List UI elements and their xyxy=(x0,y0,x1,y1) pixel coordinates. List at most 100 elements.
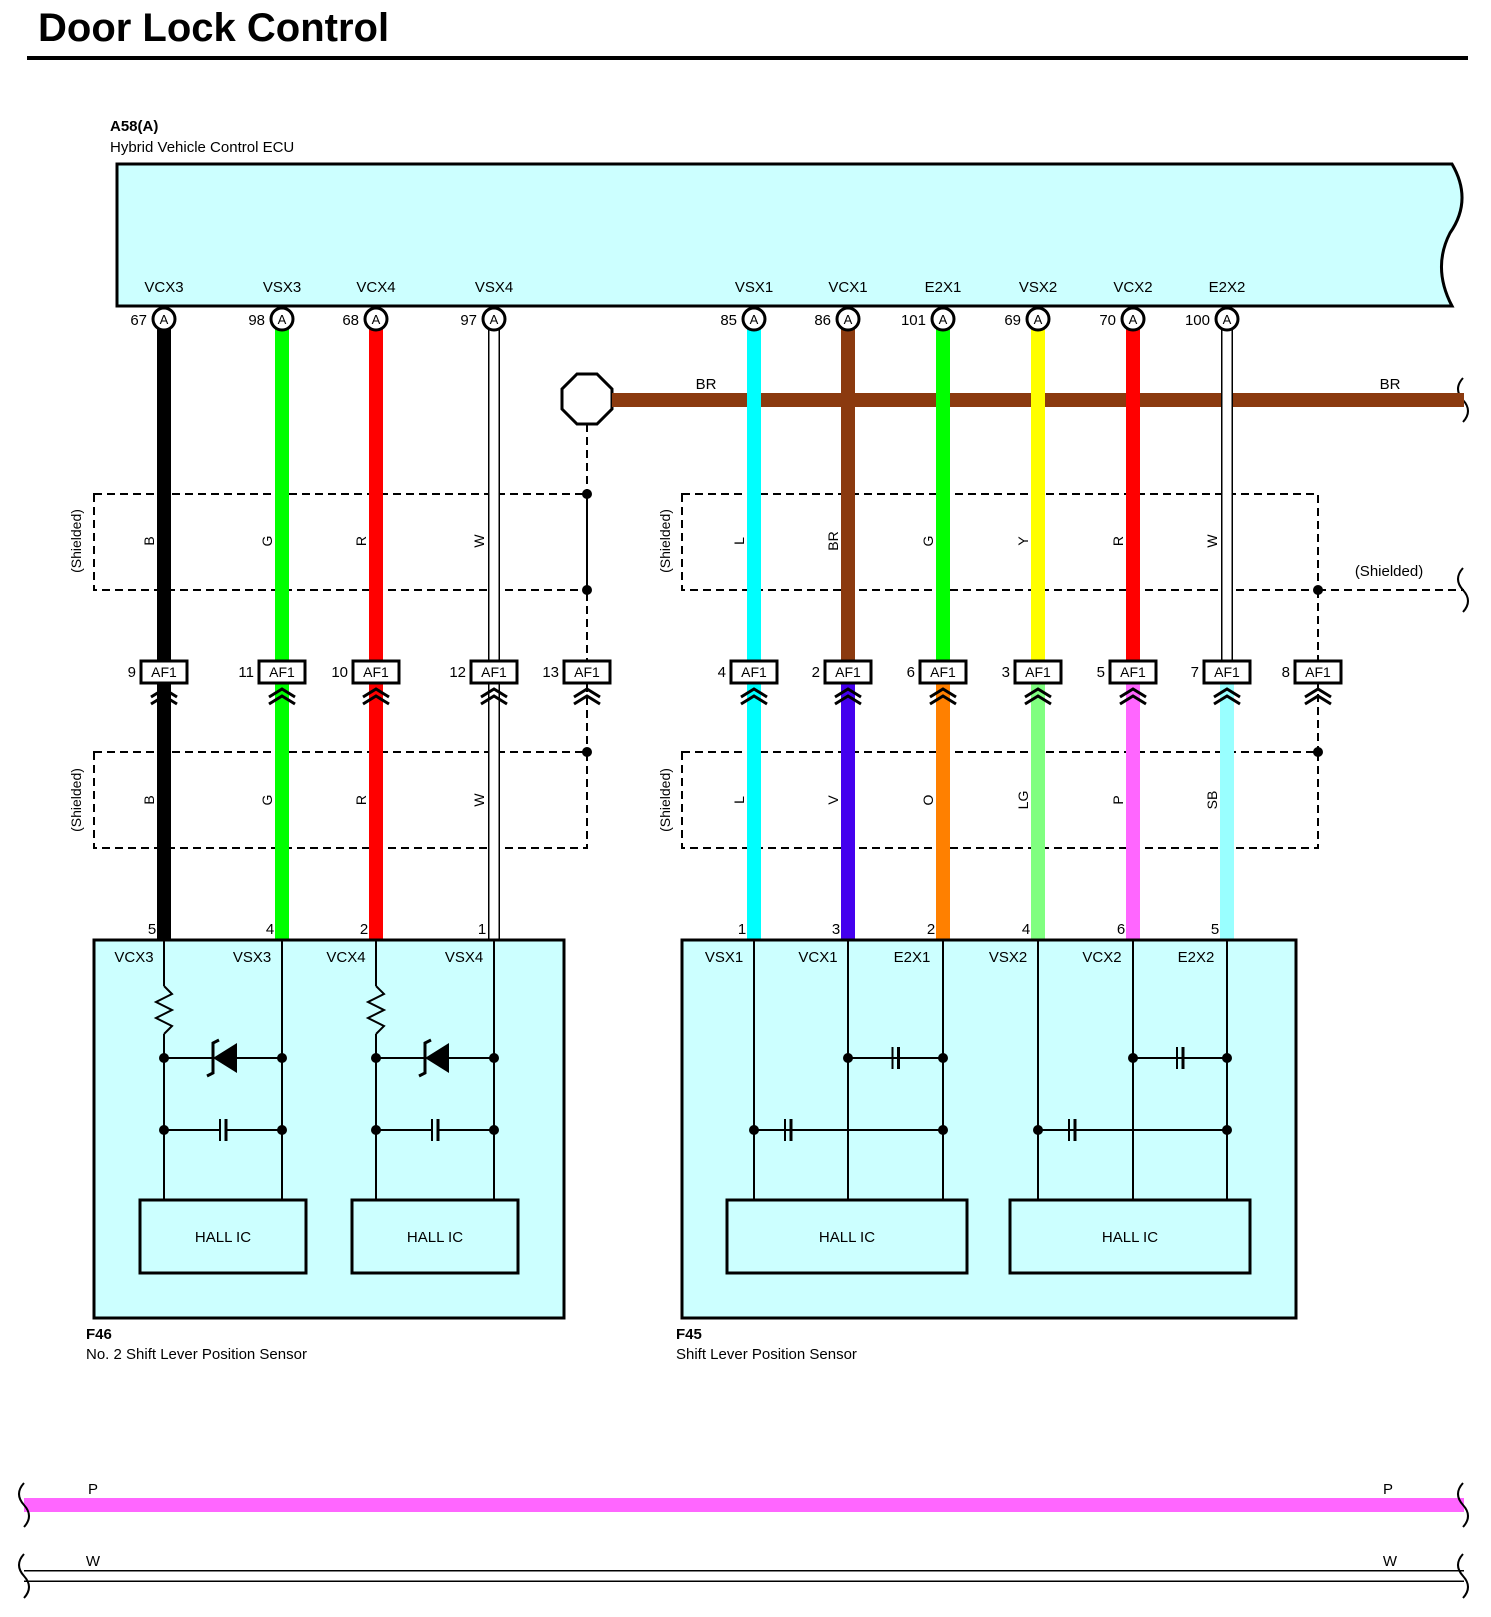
wire-color-label-upper: Y xyxy=(1015,536,1031,546)
af1-connector-box xyxy=(729,659,779,685)
ecu-box xyxy=(115,162,1464,308)
wire-break-icon xyxy=(18,1553,30,1599)
af1-connector-label: AF1 xyxy=(574,664,600,680)
wire-color-label-lower: R xyxy=(353,795,369,805)
junction-dot xyxy=(938,1125,948,1135)
junction-dot xyxy=(277,1053,287,1063)
sensor-f45-name: Shift Lever Position Sensor xyxy=(676,1346,857,1363)
af1-pin-number: 2 xyxy=(812,664,820,681)
junction-dot xyxy=(277,1125,287,1135)
wire-color-label-upper: R xyxy=(1110,536,1126,546)
sensor-pin-number: 6 xyxy=(1117,921,1125,938)
junction-dot xyxy=(1128,1053,1138,1063)
sensor-f45-terminal-name: E2X1 xyxy=(894,949,931,966)
hall-ic-box xyxy=(725,1198,969,1275)
ecu-pin-icon xyxy=(481,306,507,332)
bottom-wire-p-label-right: P xyxy=(1383,1481,1393,1498)
connector-chevron-icon xyxy=(1213,694,1241,706)
ecu-pin-letter: A xyxy=(939,312,948,327)
splice-dot xyxy=(582,489,592,499)
ecu-pin-letter: A xyxy=(1129,312,1138,327)
af1-pin-number: 7 xyxy=(1191,664,1199,681)
sensor-f45-terminal-name: VSX2 xyxy=(989,949,1027,966)
ground-wire-label-right: BR xyxy=(1380,376,1401,393)
wire-break-icon xyxy=(1457,567,1469,613)
ecu-pin-number: 85 xyxy=(720,312,737,329)
af1-connector-box xyxy=(1293,659,1343,685)
af1-pin-number: 8 xyxy=(1282,664,1290,681)
junction-dot xyxy=(749,1125,759,1135)
shield-label-lower-left: (Shielded) xyxy=(68,768,84,832)
ecu-pin-number: 69 xyxy=(1004,312,1021,329)
af1-pin-number: 11 xyxy=(238,664,254,681)
wire-color-label-upper: W xyxy=(1204,534,1220,548)
page-title: Door Lock Control xyxy=(38,6,390,50)
ecu-pin-number: 68 xyxy=(342,312,359,329)
af1-connector-label: AF1 xyxy=(151,664,177,680)
junction-dot xyxy=(371,1053,381,1063)
ecu-terminal-name: VCX4 xyxy=(356,279,395,296)
ecu-pin-icon xyxy=(835,306,861,332)
af1-connector-box xyxy=(1202,659,1252,685)
connector-chevron-icon xyxy=(740,694,768,706)
ecu-pin-icon xyxy=(930,306,956,332)
zener-bar xyxy=(206,1038,220,1078)
hall-ic-box xyxy=(138,1198,308,1275)
ecu-name: Hybrid Vehicle Control ECU xyxy=(110,139,294,156)
af1-connector-box xyxy=(1013,659,1063,685)
junction-dot xyxy=(1033,1125,1043,1135)
hall-ic-label: HALL IC xyxy=(195,1229,251,1246)
sensor-pin-number: 4 xyxy=(266,921,274,938)
junction-dot xyxy=(1222,1125,1232,1135)
connector-chevron-icon xyxy=(150,694,178,706)
shield-box-lower-right xyxy=(681,751,1319,849)
af1-connector-box xyxy=(823,659,873,685)
connector-chevron-icon xyxy=(268,687,296,699)
af1-connector-label: AF1 xyxy=(835,664,861,680)
af1-connector-label: AF1 xyxy=(481,664,507,680)
ecu-pin-letter: A xyxy=(490,312,499,327)
connector-chevron-icon xyxy=(480,694,508,706)
af1-pin-number: 3 xyxy=(1002,664,1010,681)
junction-dot xyxy=(159,1125,169,1135)
bottom-wire-w-label-right: W xyxy=(1383,1553,1398,1570)
zener-diode-icon xyxy=(213,1043,237,1073)
resistor-icon xyxy=(153,985,175,1035)
wire-color-label-lower: P xyxy=(1110,795,1126,804)
junction-dot xyxy=(371,1125,381,1135)
shield-label-right: (Shielded) xyxy=(1355,563,1423,580)
splice-dot xyxy=(582,585,592,595)
junction-dot xyxy=(1222,1053,1232,1063)
sensor-f45-terminal-name: VCX2 xyxy=(1082,949,1121,966)
ecu-pin-letter: A xyxy=(372,312,381,327)
connector-chevron-icon xyxy=(740,687,768,699)
connector-chevron-icon xyxy=(929,694,957,706)
af1-connector-label: AF1 xyxy=(1305,664,1331,680)
zener-bar xyxy=(418,1038,432,1078)
wire-color-label-lower: SB xyxy=(1204,791,1220,810)
af1-connector-label: AF1 xyxy=(1120,664,1146,680)
connector-chevron-icon xyxy=(834,687,862,699)
af1-pin-number: 5 xyxy=(1097,664,1105,681)
bottom-wire-w-label-left: W xyxy=(86,1553,101,1570)
wire-color-label-upper: R xyxy=(353,536,369,546)
wire-color-label-lower: V xyxy=(825,795,841,805)
wire-color-label-lower: B xyxy=(141,795,157,804)
ecu-terminal-name: VSX4 xyxy=(475,279,513,296)
connector-chevron-icon xyxy=(1119,687,1147,699)
sensor-pin-number: 2 xyxy=(927,921,935,938)
ecu-pin-icon xyxy=(151,306,177,332)
af1-connector-box xyxy=(469,659,519,685)
connector-chevron-icon xyxy=(362,687,390,699)
ground-point-icon xyxy=(560,372,614,426)
hall-ic-box xyxy=(350,1198,520,1275)
ecu-pin-number: 98 xyxy=(248,312,265,329)
connector-chevron-icon xyxy=(1304,687,1332,699)
ecu-pin-icon xyxy=(363,306,389,332)
sensor-f45-terminal-name: VSX1 xyxy=(705,949,743,966)
af1-pin-number: 4 xyxy=(718,664,726,681)
shield-box-upper-right xyxy=(681,493,1319,591)
af1-connector-box xyxy=(351,659,401,685)
shield-label-lower-right: (Shielded) xyxy=(657,768,673,832)
